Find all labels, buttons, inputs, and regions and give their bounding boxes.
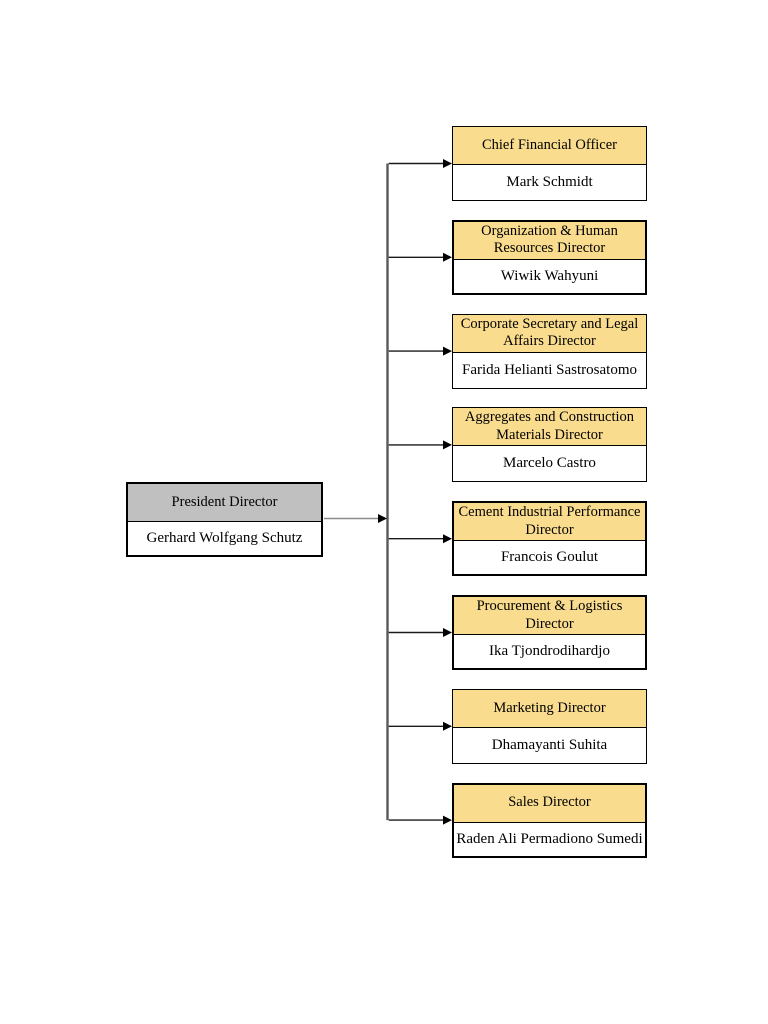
director-name: Farida Helianti Sastrosatomo xyxy=(462,361,637,378)
branch-arrowhead xyxy=(443,628,452,637)
branch-arrowhead xyxy=(443,440,452,450)
branch-arrowhead xyxy=(443,721,452,731)
director-box: Cement Industrial Performance Director F… xyxy=(452,501,647,577)
branch-arrowhead xyxy=(443,346,452,356)
director-title: Chief Financial Officer xyxy=(453,127,646,165)
director-box: Aggregates and Construction Materials Di… xyxy=(452,407,647,483)
director-box: Organization & Human Resources Director … xyxy=(452,219,647,295)
director-name: Marcelo Castro xyxy=(503,455,596,472)
president-name: Gerhard Wolfgang Schutz xyxy=(146,530,303,546)
director-box: Procurement & Logistics Director Ika Tjo… xyxy=(452,595,647,670)
director-title: Organization & Human Resources Director xyxy=(454,221,645,260)
director-box: Marketing Director Dhamayanti Suhita xyxy=(452,688,647,764)
director-name: Ika Tjondrodihardjo xyxy=(489,643,610,659)
president-title: President Director xyxy=(128,484,321,522)
president-arrowhead xyxy=(378,514,387,523)
director-name: Dhamayanti Suhita xyxy=(491,736,608,753)
director-title: Corporate Secretary and Legal Affairs Di… xyxy=(453,314,646,353)
director-title: Aggregates and Construction Materials Di… xyxy=(453,408,646,447)
president-box: President Director Gerhard Wolfgang Schu… xyxy=(126,482,323,557)
branch-arrowhead xyxy=(443,815,452,825)
director-name: Wiwik Wahyuni xyxy=(500,267,599,284)
director-box: Sales Director Raden Ali Permadiono Sume… xyxy=(452,782,647,858)
director-title: Marketing Director xyxy=(453,689,646,728)
director-title: Procurement & Logistics Director xyxy=(454,597,645,635)
director-title: Sales Director xyxy=(454,784,645,823)
director-box: Corporate Secretary and Legal Affairs Di… xyxy=(452,313,647,389)
director-box: Chief Financial Officer Mark Schmidt xyxy=(452,126,647,201)
director-name: Raden Ali Permadiono Sumedi xyxy=(456,830,643,847)
branch-arrowhead xyxy=(443,252,452,262)
branch-arrowhead xyxy=(443,534,452,544)
branch-arrowhead xyxy=(443,159,452,168)
director-title: Cement Industrial Performance Director xyxy=(454,503,645,542)
director-name: Francois Goulut xyxy=(500,549,599,566)
director-name: Mark Schmidt xyxy=(506,174,593,190)
